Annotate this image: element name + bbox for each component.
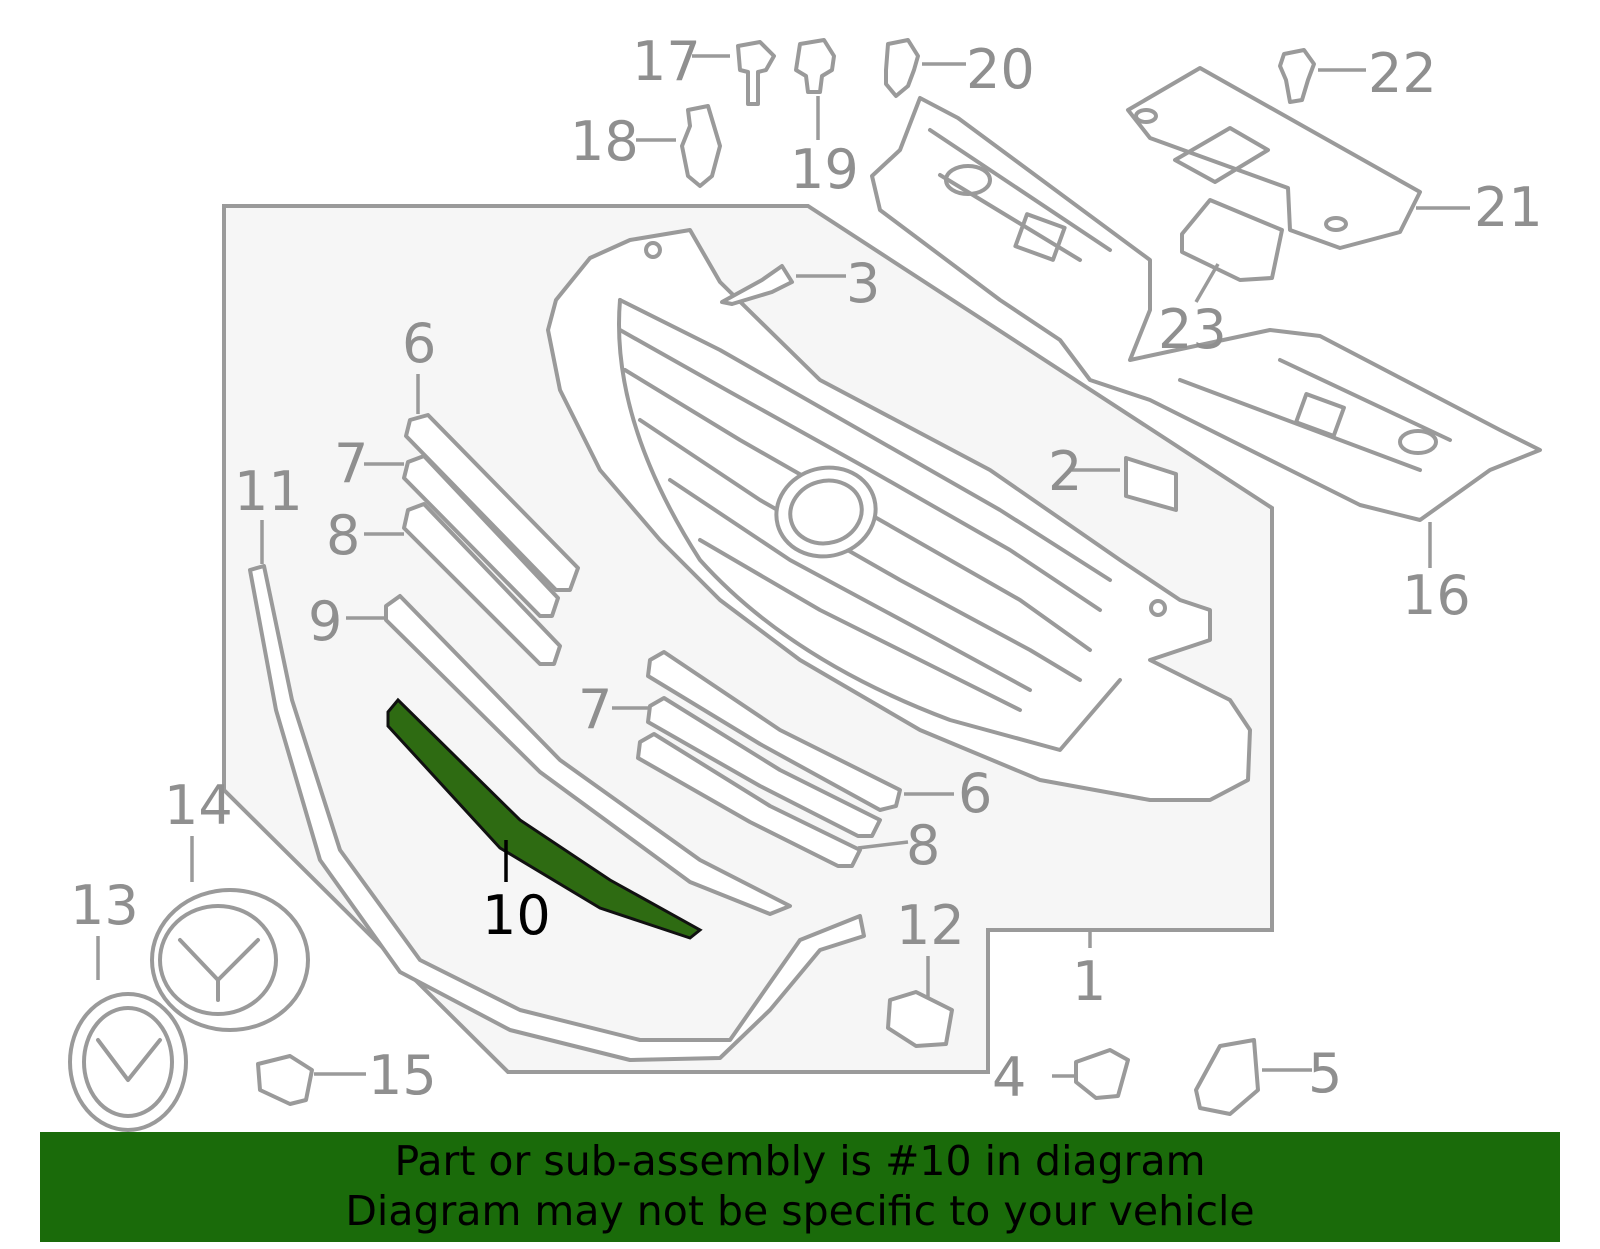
callout-5: 5 xyxy=(1308,1042,1342,1105)
callout-23: 23 xyxy=(1158,298,1227,361)
bracket-12 xyxy=(886,990,954,1048)
grille-bars-lower xyxy=(636,650,902,868)
screw-17 xyxy=(736,40,776,106)
callout-22: 22 xyxy=(1368,42,1437,105)
callout-10: 10 xyxy=(482,884,551,947)
callout-8-upper: 8 xyxy=(326,504,360,567)
callout-16: 16 xyxy=(1402,564,1471,627)
emblem-14 xyxy=(150,888,310,1032)
screw-3 xyxy=(720,264,794,306)
info-banner: Part or sub-assembly is #10 in diagram D… xyxy=(40,1132,1560,1242)
clip-18 xyxy=(680,104,722,188)
callout-17: 17 xyxy=(632,30,701,93)
callout-2: 2 xyxy=(1048,440,1082,503)
callout-19: 19 xyxy=(790,138,859,201)
callout-9: 9 xyxy=(308,590,342,653)
grille-bar-9 xyxy=(384,594,792,916)
grille-shell xyxy=(546,228,1252,802)
callout-6-lower: 6 xyxy=(958,762,992,825)
banner-line-disclaimer: Diagram may not be specific to your vehi… xyxy=(345,1187,1255,1235)
callout-13: 13 xyxy=(70,874,139,937)
callout-6-upper: 6 xyxy=(402,312,436,375)
grille-bars-upper xyxy=(402,413,580,666)
foam-pad xyxy=(1180,198,1284,282)
nameplate-2 xyxy=(1124,456,1178,512)
retainer-4 xyxy=(1074,1048,1130,1100)
splash-shield xyxy=(1126,66,1422,250)
callout-7-upper: 7 xyxy=(334,432,368,495)
callout-14: 14 xyxy=(164,774,233,837)
callout-4: 4 xyxy=(992,1046,1026,1109)
callout-7-lower: 7 xyxy=(578,678,612,741)
callout-labels: 17 18 19 20 22 21 23 3 2 16 6 7 8 9 11 7… xyxy=(70,30,1543,1109)
clip-20 xyxy=(884,38,920,98)
callout-21: 21 xyxy=(1474,176,1543,239)
clip-19 xyxy=(794,38,836,94)
bracket-5 xyxy=(1194,1038,1260,1116)
grille-bar-10-highlighted xyxy=(386,697,703,940)
clip-15 xyxy=(256,1054,314,1106)
banner-line-part: Part or sub-assembly is #10 in diagram xyxy=(394,1137,1206,1185)
callout-12: 12 xyxy=(896,894,965,957)
leader-lines xyxy=(96,54,1470,1078)
callout-8-lower: 8 xyxy=(906,814,940,877)
emblem-13 xyxy=(68,992,188,1132)
assembly-panel xyxy=(222,204,1274,1074)
callout-3: 3 xyxy=(846,252,880,315)
clip-22 xyxy=(1278,48,1316,104)
callout-1: 1 xyxy=(1072,950,1106,1013)
callout-20: 20 xyxy=(966,38,1035,101)
callout-15: 15 xyxy=(368,1044,437,1107)
radiator-support-brace xyxy=(870,96,1542,522)
callout-18: 18 xyxy=(570,110,639,173)
callout-11: 11 xyxy=(234,460,303,523)
molding-11 xyxy=(248,564,866,1062)
